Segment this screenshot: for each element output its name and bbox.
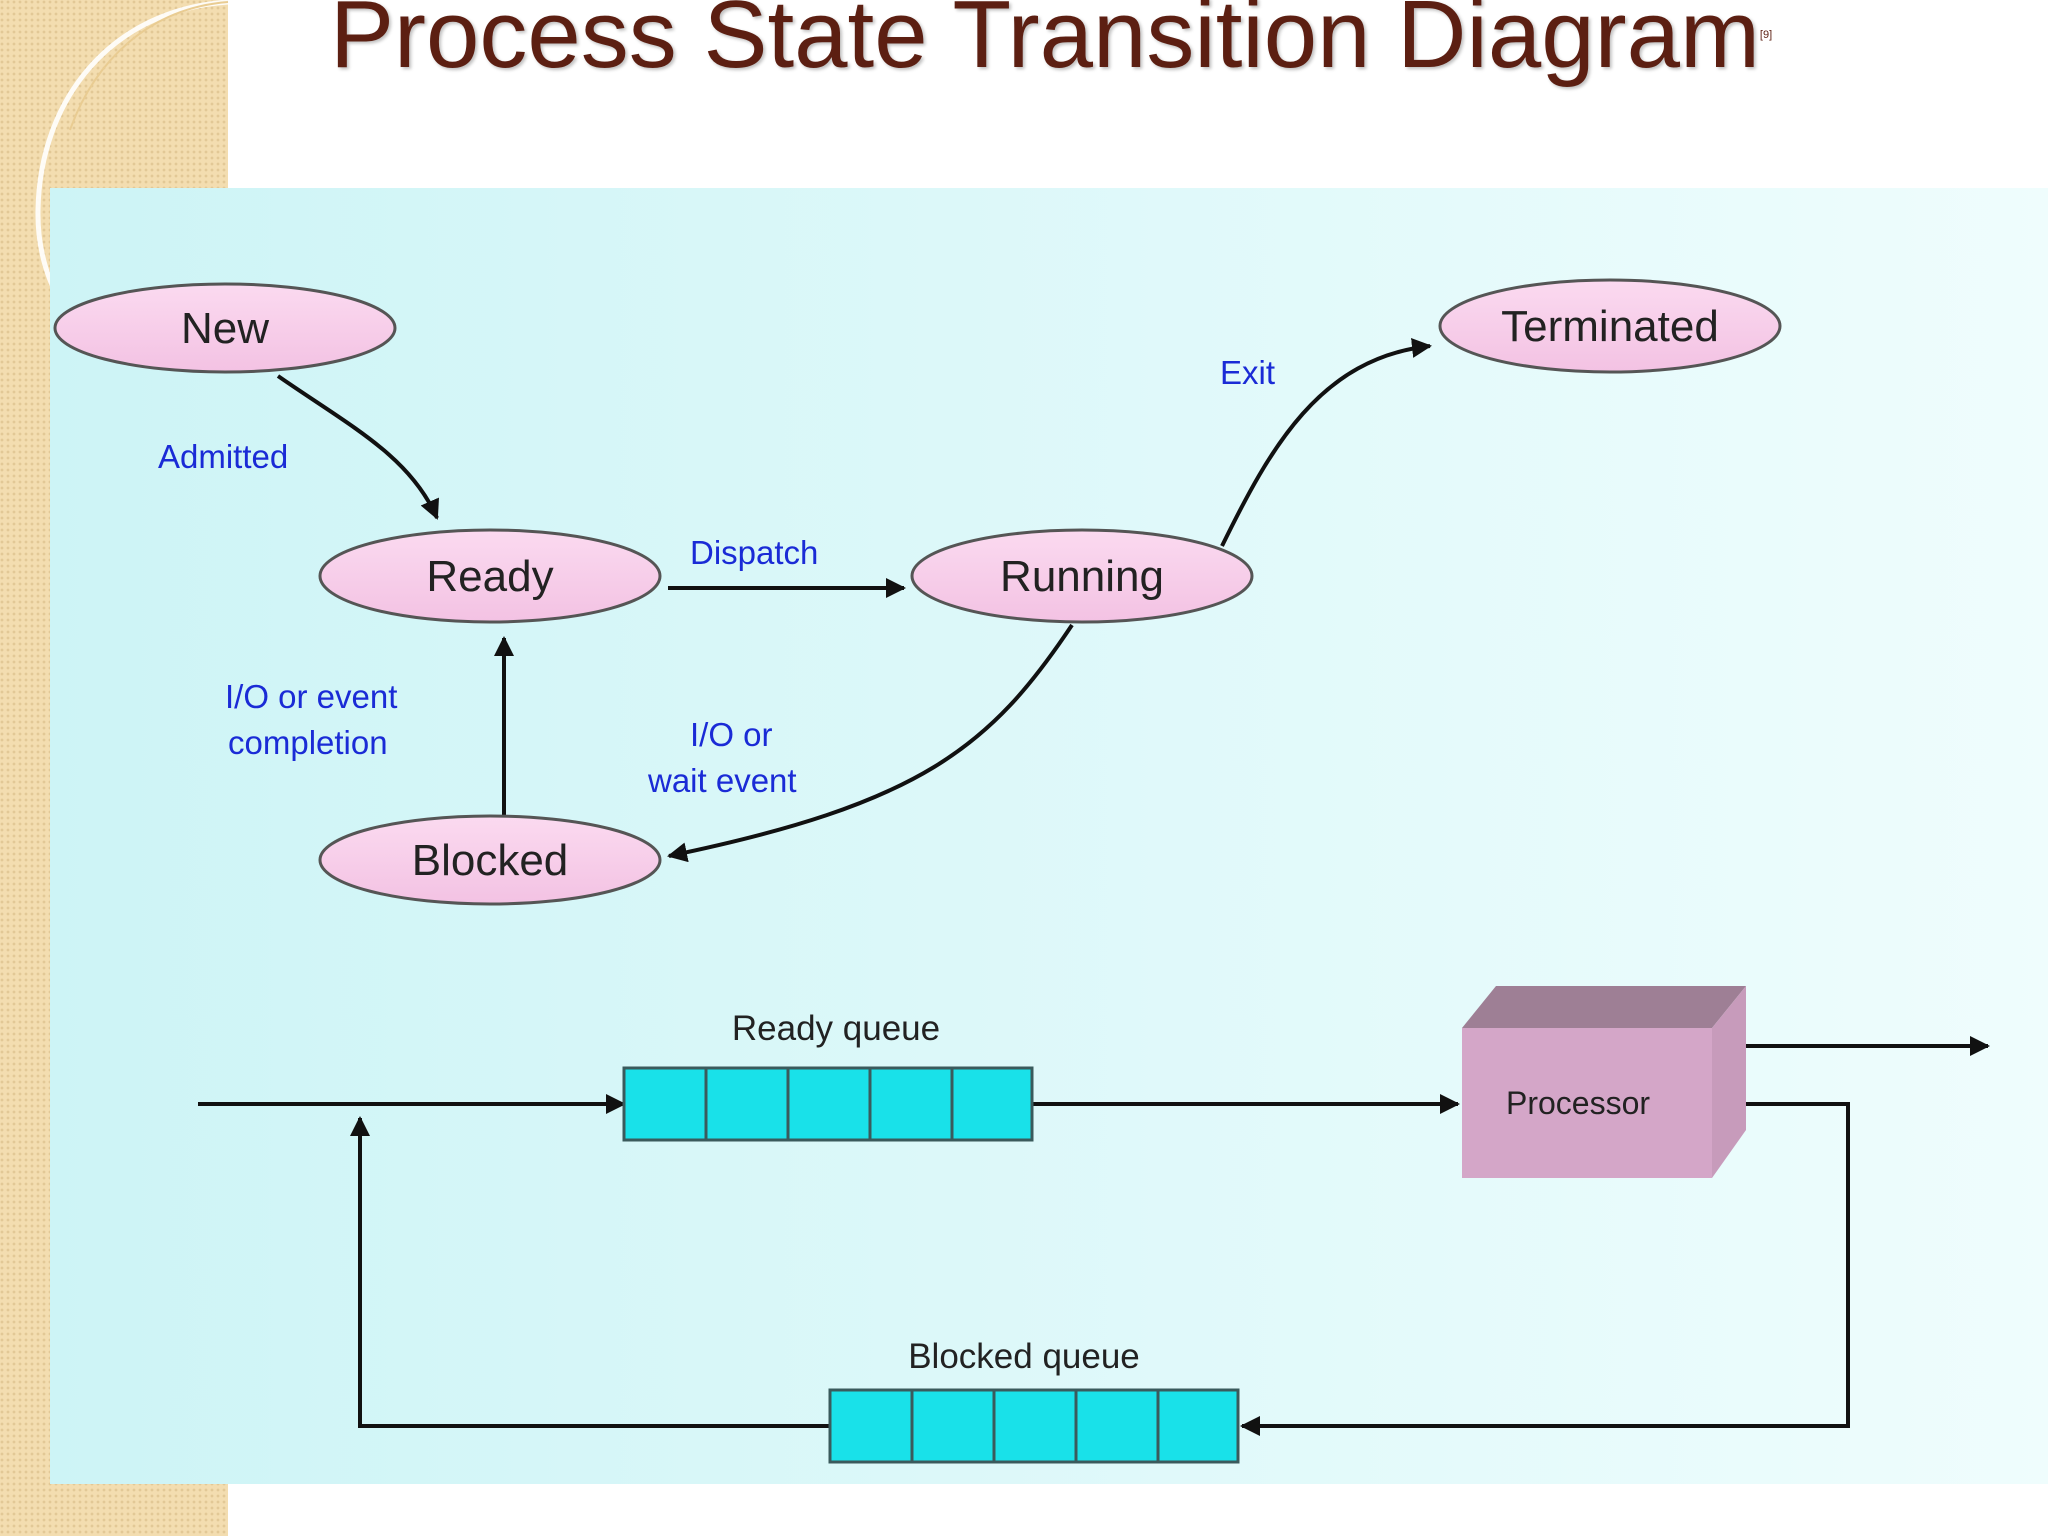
state-diagram: New Ready Running Blocked Terminated Adm… <box>53 278 1990 1464</box>
diagram-panel: New Ready Running Blocked Terminated Adm… <box>50 188 2048 1484</box>
arrow-exit <box>1220 338 1432 547</box>
label-io-completion-line1: I/O or event <box>225 678 397 715</box>
blocked-queue <box>828 1388 1240 1464</box>
state-new: New <box>53 282 397 374</box>
label-dispatch: Dispatch <box>690 534 818 571</box>
processor-box <box>1462 986 1746 1178</box>
flow-blocked-to-ready <box>350 1116 830 1428</box>
title-citation: [9] <box>1759 29 1773 41</box>
label-io-completion-line2: completion <box>228 724 388 761</box>
arrow-admitted <box>276 374 439 520</box>
state-terminated-label: Terminated <box>1501 302 1719 351</box>
flow-processor-to-blocked <box>1240 1102 1850 1436</box>
label-exit: Exit <box>1220 354 1275 391</box>
label-io-wait-line2: wait event <box>647 762 797 799</box>
arrow-io-wait <box>667 623 1074 863</box>
state-new-label: New <box>181 304 269 353</box>
state-running-label: Running <box>1000 552 1164 601</box>
slide-title-text: Process State Transition Diagram <box>330 0 1760 88</box>
label-io-wait-line1: I/O or <box>690 716 773 753</box>
ready-queue-label: Ready queue <box>732 1009 940 1048</box>
label-admitted: Admitted <box>158 438 288 475</box>
state-ready-label: Ready <box>426 552 553 601</box>
processor-label: Processor <box>1506 1085 1650 1121</box>
state-ready: Ready <box>318 528 662 624</box>
blocked-queue-label: Blocked queue <box>908 1337 1140 1376</box>
state-blocked-label: Blocked <box>412 836 569 885</box>
state-terminated: Terminated <box>1438 278 1782 374</box>
state-blocked: Blocked <box>318 814 662 906</box>
state-running: Running <box>910 528 1254 624</box>
slide-title: Process State Transition Diagram[9] <box>330 0 1930 92</box>
ready-queue <box>622 1066 1034 1142</box>
